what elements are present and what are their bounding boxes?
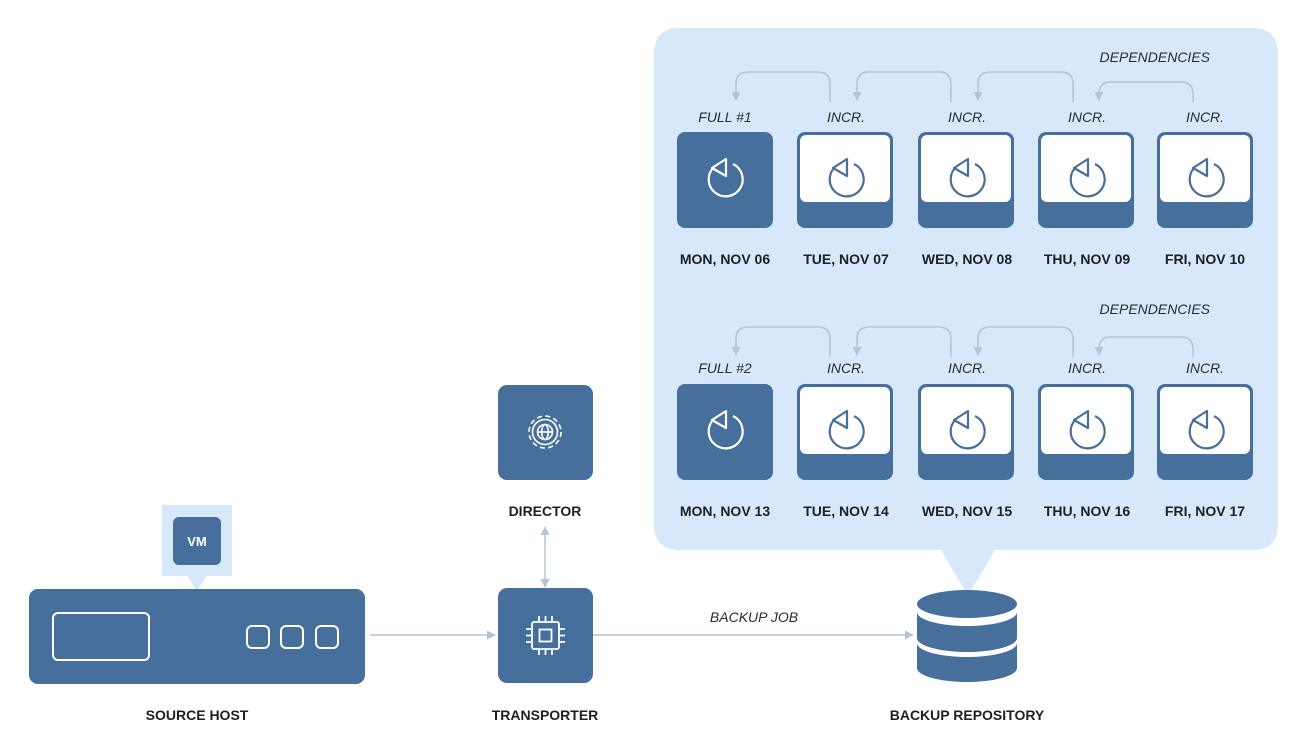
backup-type-label: INCR. [1068, 360, 1106, 376]
host-screen-icon [52, 612, 150, 661]
vm-badge: VM [162, 505, 232, 591]
backup-date-label: MON, NOV 13 [680, 503, 770, 519]
host-port-icon [246, 625, 270, 649]
backup-type-label: INCR. [1068, 109, 1106, 125]
director-node [498, 385, 593, 480]
backup-row-2: FULL #2 MON, NOV 13 INCR. TUE, NOV 14 IN… [677, 360, 1253, 519]
backup-date-label: FRI, NOV 17 [1165, 503, 1245, 519]
backup-type-label: FULL #1 [698, 109, 751, 125]
restore-arrow-icon [707, 409, 744, 450]
restore-arrow-icon [1069, 157, 1106, 198]
backup-date-label: WED, NOV 15 [922, 503, 1012, 519]
backup-row-1: FULL #1 MON, NOV 06 INCR. TUE, NOV 07 IN… [677, 109, 1253, 267]
chip-icon [526, 616, 565, 655]
dependencies-label-row-1: DEPENDENCIES [1100, 49, 1211, 65]
backup-tile-incremental: INCR. WED, NOV 15 [918, 360, 1014, 519]
restore-arrow-icon [1188, 409, 1225, 450]
backup-tile-incremental: INCR. TUE, NOV 07 [797, 109, 893, 267]
backup-type-label: FULL #2 [698, 360, 752, 376]
backup-date-label: THU, NOV 16 [1044, 503, 1131, 519]
backup-type-label: INCR. [948, 109, 986, 125]
dependency-arrows-row-2 [731, 326, 1194, 357]
backup-date-label: WED, NOV 08 [922, 251, 1012, 267]
database-icon [917, 590, 1017, 682]
backup-date-label: TUE, NOV 14 [803, 503, 889, 519]
backup-type-label: INCR. [948, 360, 986, 376]
backup-tile-incremental: INCR. FRI, NOV 17 [1157, 360, 1253, 519]
backup-tile-incremental: INCR. TUE, NOV 14 [797, 360, 893, 519]
restore-arrow-icon [828, 409, 865, 450]
dependency-arrows-row-1 [731, 71, 1194, 102]
backup-date-label: FRI, NOV 10 [1165, 251, 1245, 267]
director-label: DIRECTOR [509, 503, 582, 519]
dependencies-label-row-2: DEPENDENCIES [1100, 301, 1211, 317]
backup-type-label: INCR. [827, 109, 865, 125]
backup-type-label: INCR. [1186, 360, 1224, 376]
restore-arrow-icon [707, 157, 744, 198]
backup-date-label: TUE, NOV 07 [803, 251, 889, 267]
vm-label: VM [187, 534, 207, 549]
backup-job-label: BACKUP JOB [710, 609, 798, 625]
backup-date-label: MON, NOV 06 [680, 251, 770, 267]
source-host-label: SOURCE HOST [146, 707, 249, 723]
restore-arrow-icon [1069, 409, 1106, 450]
backup-type-label: INCR. [1186, 109, 1224, 125]
restore-arrow-icon [828, 157, 865, 198]
source-host [29, 589, 365, 684]
gear-globe-icon [528, 415, 562, 449]
restore-arrow-icon [949, 157, 986, 198]
transporter-label: TRANSPORTER [492, 707, 599, 723]
backup-tile-incremental: INCR. FRI, NOV 10 [1157, 109, 1253, 267]
backup-type-label: INCR. [827, 360, 865, 376]
backup-tile-incremental: INCR. THU, NOV 09 [1038, 109, 1134, 267]
host-port-icon [315, 625, 339, 649]
transporter-node [498, 588, 593, 683]
backup-date-label: THU, NOV 09 [1044, 251, 1131, 267]
restore-arrow-icon [949, 409, 986, 450]
backup-tile-full: FULL #2 MON, NOV 13 [677, 360, 773, 519]
restore-arrow-icon [1188, 157, 1225, 198]
backup-repository-label: BACKUP REPOSITORY [890, 707, 1045, 723]
backup-tile-full: FULL #1 MON, NOV 06 [677, 109, 773, 267]
backup-tile-incremental: INCR. THU, NOV 16 [1038, 360, 1134, 519]
host-port-icon [280, 625, 304, 649]
backup-tile-incremental: INCR. WED, NOV 08 [918, 109, 1014, 267]
